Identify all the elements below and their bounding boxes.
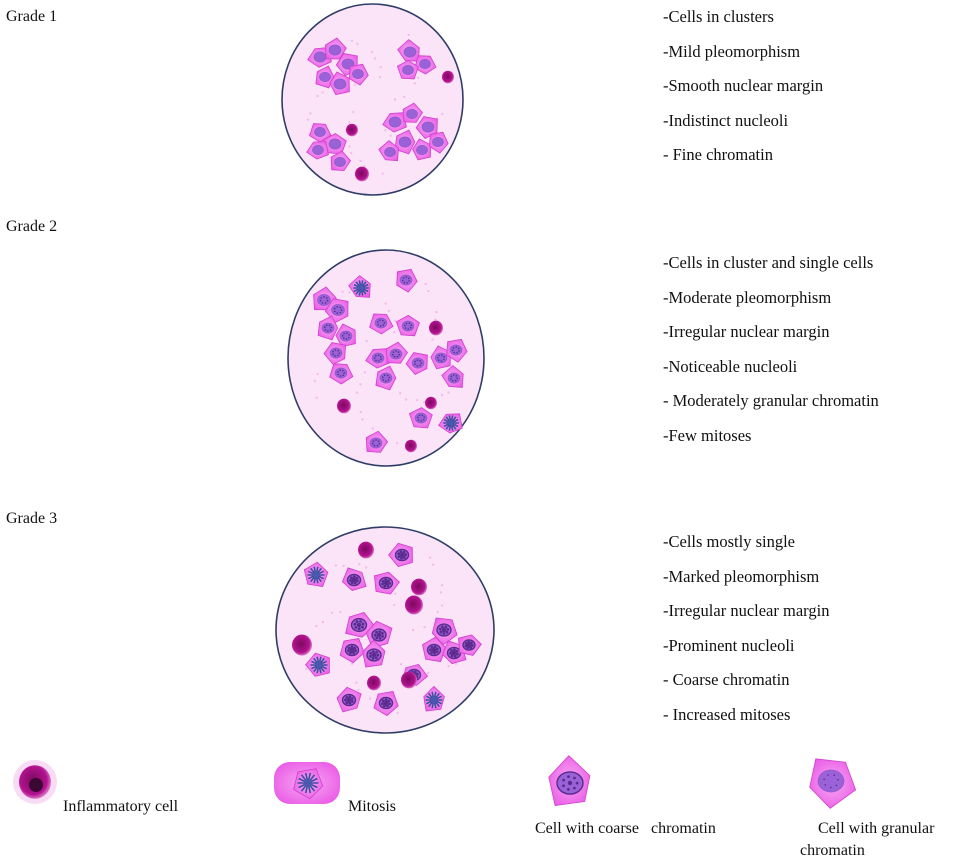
- mitotic-figure: [307, 566, 325, 584]
- nucleus: [402, 65, 414, 75]
- nucleus: [421, 121, 435, 133]
- field-boundary: [281, 3, 464, 196]
- granular-chromatin-cell-icon: [809, 758, 857, 809]
- inflammatory-cell: [355, 166, 369, 182]
- nucleus: [419, 59, 431, 69]
- nucleolus: [383, 700, 389, 706]
- nucleus: [432, 137, 444, 147]
- grade-3-label: Grade 3: [6, 510, 58, 527]
- nucleolus: [356, 622, 362, 628]
- nucleus: [329, 347, 343, 359]
- nucleolus: [441, 627, 447, 633]
- inflammatory-cell: [442, 70, 454, 84]
- feature-item: - Moderately granular chromatin: [663, 391, 879, 410]
- nucleus: [334, 367, 348, 379]
- legend-coarse-label: Cell with coarse chromatin: [535, 820, 716, 837]
- feature-item: -Moderate pleomorphism: [663, 287, 832, 307]
- feature-item: -Cells mostly single: [663, 532, 795, 551]
- inflammatory-cell: [358, 541, 374, 559]
- feature-item: - Coarse chromatin: [663, 670, 790, 689]
- grade-3-microscope-field: [275, 526, 495, 734]
- feature-item: -Prominent nucleoli: [663, 635, 795, 655]
- inflammatory-cell: [405, 439, 417, 453]
- coarse-chromatin-cell-icon: [548, 755, 591, 806]
- nucleus: [403, 46, 417, 58]
- nucleus: [339, 330, 353, 342]
- feature-item: -Cells in clusters: [663, 7, 774, 26]
- inflammatory-cell: [337, 398, 351, 414]
- grade-2-microscope-field: [287, 249, 485, 467]
- feature-item: -Few mitoses: [663, 425, 752, 445]
- inflammatory-cell-icon: [13, 760, 57, 804]
- inflammatory-cell: [425, 396, 437, 410]
- nucleolus: [466, 642, 472, 648]
- nucleolus: [351, 577, 357, 583]
- legend-inflammatory-label: Inflammatory cell: [63, 798, 179, 815]
- inflammatory-cell: [405, 595, 423, 615]
- nucleolus: [399, 552, 405, 558]
- feature-item: -Marked pleomorphism: [663, 566, 820, 586]
- nucleus: [352, 69, 364, 79]
- nucleus: [371, 352, 385, 364]
- nucleolus: [383, 580, 389, 586]
- feature-item: - Increased mitoses: [663, 704, 791, 724]
- grade-3-features: -Cells mostly single -Marked pleomorphis…: [663, 532, 829, 739]
- nucleus: [411, 357, 425, 369]
- grade-1-features: -Cells in clusters -Mild pleomorphism -S…: [663, 7, 823, 180]
- nucleus: [388, 116, 402, 128]
- nucleus: [328, 138, 342, 150]
- nucleus: [384, 147, 396, 157]
- inflammatory-cell: [411, 578, 427, 596]
- nucleolus: [431, 647, 437, 653]
- grade-1-label: Grade 1: [6, 8, 58, 25]
- legend-granular-label-line1: Cell with granular: [818, 820, 935, 837]
- feature-item: -Indistinct nucleoli: [663, 110, 789, 130]
- mitotic-figure: [443, 415, 459, 431]
- grade-1-microscope-field: [281, 3, 464, 196]
- legend-mitosis-label: Mitosis: [348, 798, 397, 815]
- nucleus: [313, 51, 327, 63]
- nucleus: [416, 145, 428, 155]
- feature-item: -Mild pleomorphism: [663, 41, 801, 61]
- inflammatory-cell: [292, 634, 312, 656]
- nucleolus: [371, 652, 377, 658]
- mitotic-figure: [353, 280, 369, 296]
- nucleus: [369, 437, 383, 449]
- feature-item: - Fine chromatin: [663, 145, 773, 164]
- nucleus: [331, 304, 345, 316]
- nucleolus: [349, 647, 355, 653]
- nucleus: [314, 127, 326, 137]
- nucleus: [398, 136, 412, 148]
- nucleus: [817, 769, 845, 793]
- nucleus: [312, 145, 324, 155]
- feature-item: -Smooth nuclear margin: [663, 76, 824, 95]
- nucleus: [317, 294, 331, 306]
- inflammatory-cell: [367, 675, 381, 691]
- feature-item: -Cells in cluster and single cells: [663, 253, 874, 272]
- legend-granular-label-line2: chromatin: [800, 842, 865, 859]
- nucleus: [334, 157, 346, 167]
- feature-item: -Noticeable nucleoli: [663, 356, 798, 376]
- nucleolus: [451, 650, 457, 656]
- nucleus: [328, 44, 342, 56]
- feature-item: -Irregular nuclear margin: [663, 322, 830, 341]
- nucleolus: [346, 697, 352, 703]
- nucleus: [406, 109, 418, 119]
- inflammatory-cell: [429, 320, 443, 336]
- inflammatory-cell: [346, 123, 358, 137]
- nucleolus: [376, 632, 382, 638]
- nucleus: [319, 72, 331, 82]
- inflammatory-cell: [401, 671, 417, 689]
- grade-2-features: -Cells in cluster and single cells -Mode…: [663, 253, 879, 460]
- mitotic-figure: [310, 656, 328, 674]
- mitotic-figure: [425, 691, 443, 709]
- feature-item: -Irregular nuclear margin: [663, 601, 830, 620]
- mitosis-icon: [274, 762, 340, 804]
- nucleolus: [567, 780, 573, 786]
- mitotic-figure: [297, 772, 319, 794]
- nucleus: [333, 78, 347, 90]
- grade-2-label: Grade 2: [6, 218, 58, 235]
